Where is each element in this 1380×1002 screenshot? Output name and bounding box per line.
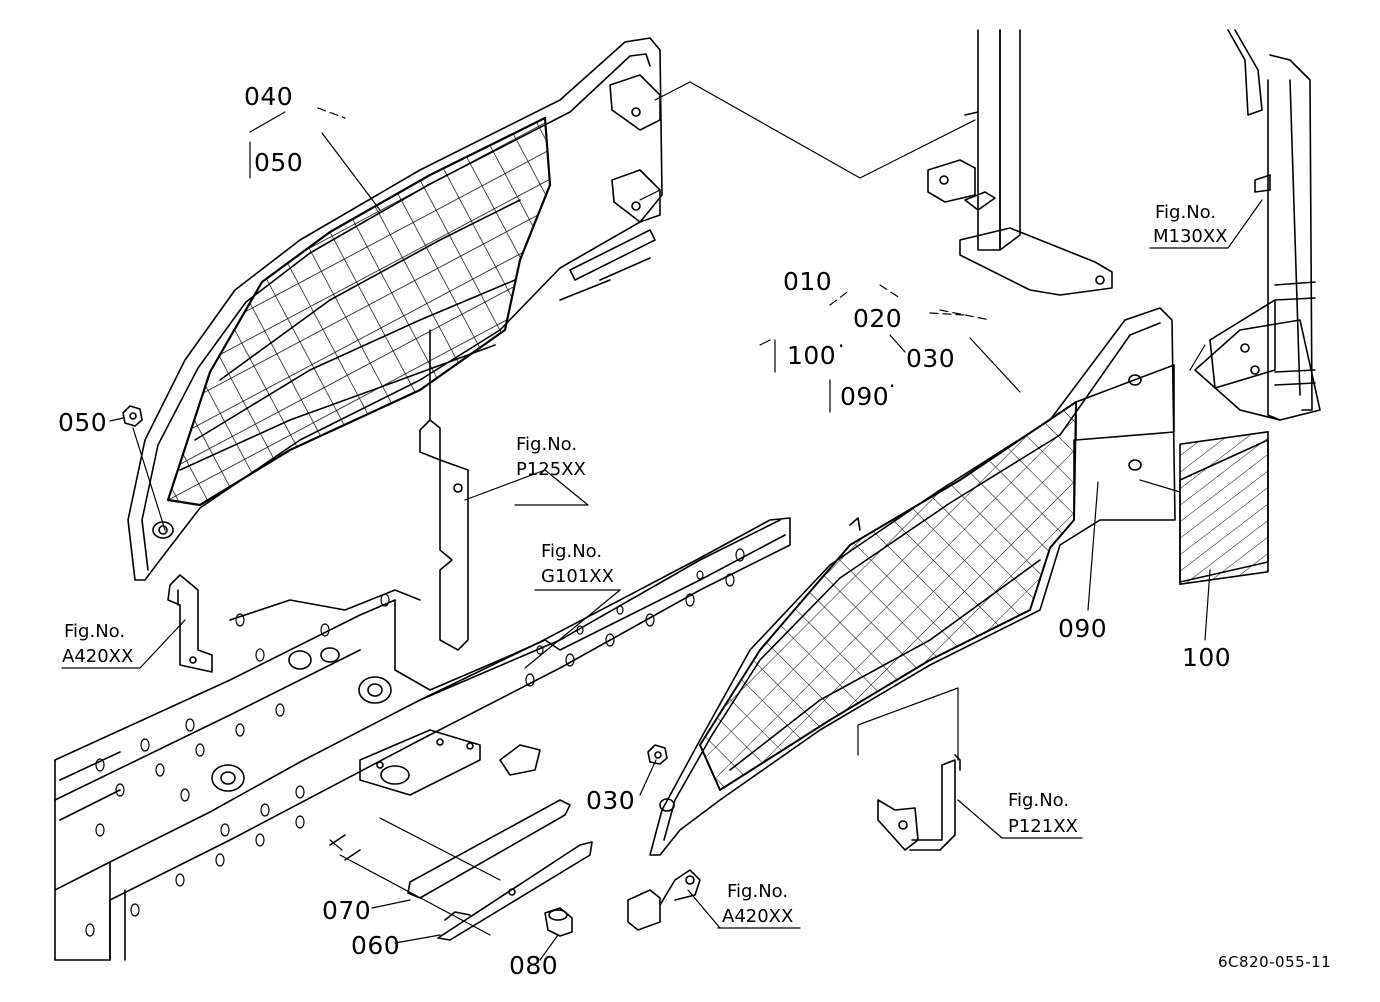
figref-p121-title: Fig.No. bbox=[1008, 790, 1070, 811]
part-label-030: 030 bbox=[586, 786, 636, 815]
part-label-060: 060 bbox=[351, 931, 401, 960]
figref-a420-left-code: A420XX bbox=[62, 646, 134, 667]
lower-right-bracket bbox=[877, 754, 961, 851]
part-label-090-group: 090 bbox=[840, 382, 890, 411]
part-label-090: 090 bbox=[1058, 614, 1108, 643]
frame-holes bbox=[85, 548, 745, 937]
part-label-020: 020 bbox=[853, 304, 903, 333]
figref-a420-right-title: Fig.No. bbox=[727, 881, 789, 902]
figref-g101-code: G101XX bbox=[541, 566, 614, 587]
decal-100 bbox=[1179, 430, 1269, 585]
nut-030 bbox=[647, 744, 668, 765]
figref-m130-code: M130XX bbox=[1153, 226, 1228, 247]
figref-p125-title: Fig.No. bbox=[516, 434, 578, 455]
part-label-050-cover: 050 bbox=[254, 148, 304, 177]
nut-050 bbox=[122, 405, 143, 427]
upper-post bbox=[927, 29, 1113, 296]
drawing-code: 6C820-055-11 bbox=[1218, 953, 1332, 971]
figref-a420-right-code: A420XX bbox=[722, 906, 794, 927]
frame-chassis bbox=[54, 517, 791, 961]
leader-lines bbox=[61, 81, 1263, 961]
center-bracket bbox=[419, 329, 469, 651]
part-label-070: 070 bbox=[322, 896, 372, 925]
figref-g101-title: Fig.No. bbox=[541, 541, 603, 562]
rear-frame bbox=[1194, 29, 1321, 421]
left-bracket bbox=[167, 574, 213, 673]
part-label-100: 100 bbox=[1182, 643, 1232, 672]
separator-dot: · bbox=[889, 374, 896, 398]
part-label-100-group: 100 bbox=[787, 341, 837, 370]
figref-a420-left-title: Fig.No. bbox=[64, 621, 126, 642]
bolt-080 bbox=[544, 907, 573, 937]
plate-070 bbox=[407, 799, 571, 899]
right-side-cover bbox=[649, 307, 1176, 856]
part-label-080: 080 bbox=[509, 951, 559, 980]
figref-p121-code: P121XX bbox=[1008, 816, 1078, 837]
figref-m130-title: Fig.No. bbox=[1155, 202, 1217, 223]
frame-nuts bbox=[211, 647, 392, 792]
plate-060 bbox=[437, 841, 593, 941]
part-label-030-group: 030 bbox=[906, 344, 956, 373]
figref-p125-code: P125XX bbox=[516, 459, 586, 480]
part-label-050-nut: 050 bbox=[58, 408, 108, 437]
separator-dot: · bbox=[838, 334, 845, 358]
part-label-010: 010 bbox=[783, 267, 833, 296]
part-label-040: 040 bbox=[244, 82, 294, 111]
right-bracket bbox=[627, 869, 701, 931]
